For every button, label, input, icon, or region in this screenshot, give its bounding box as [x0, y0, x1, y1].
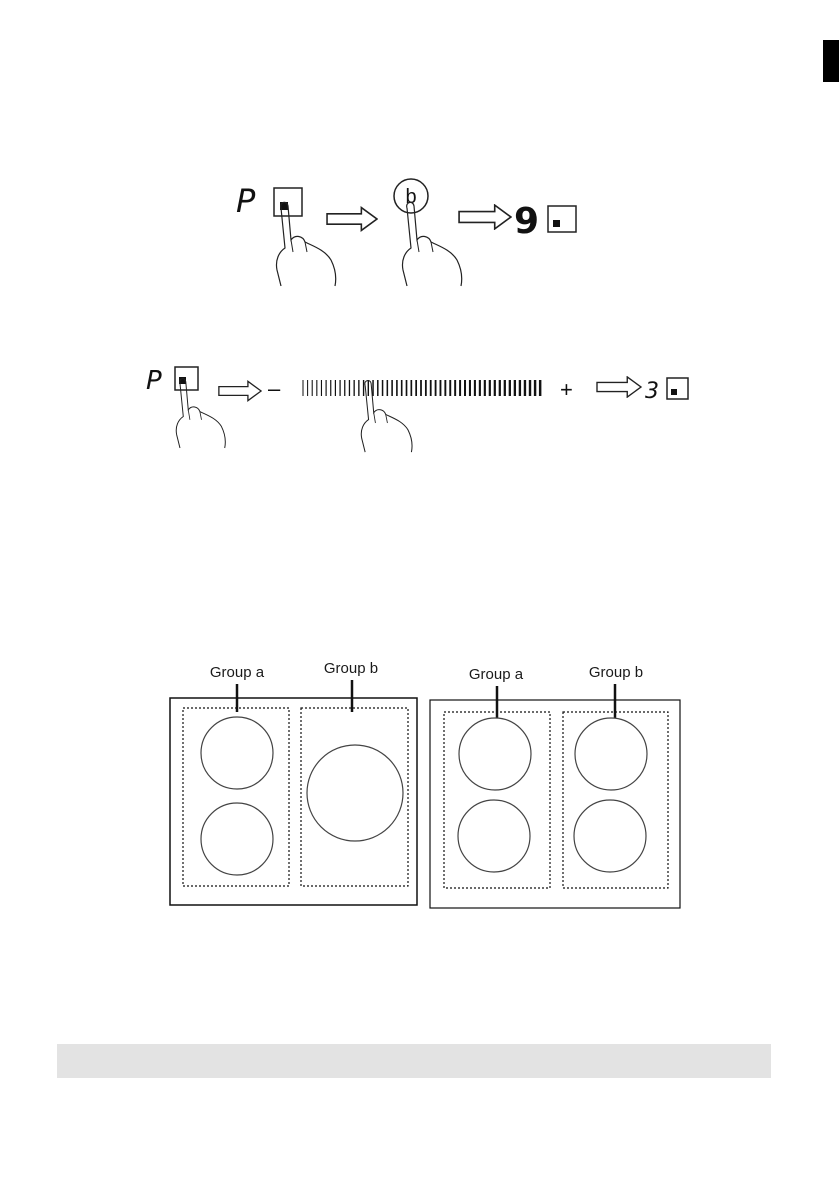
- zone-indicator-dot: [671, 389, 677, 395]
- group-b-zone: [301, 708, 408, 886]
- hob-layout-left: Group a Group b: [170, 660, 417, 905]
- hob-layout-right: Group a Group b: [430, 664, 680, 908]
- group-a-zone: [183, 708, 289, 886]
- display-p: P: [146, 366, 162, 396]
- display-level: 3: [645, 379, 659, 404]
- zone-indicator-dot: [553, 220, 560, 227]
- display-p: P: [236, 182, 256, 220]
- arrow-right-icon: [459, 205, 511, 229]
- diagram-slider-sequence: P – + 3: [146, 366, 688, 452]
- slider-plus[interactable]: +: [560, 377, 573, 402]
- group-a-label: Group a: [210, 664, 265, 681]
- cooking-zone: [575, 718, 647, 790]
- arrow-right-icon: [597, 377, 641, 397]
- slider-minus[interactable]: –: [268, 376, 281, 401]
- arrow-right-icon: [327, 208, 377, 231]
- cooking-zone: [201, 717, 273, 789]
- display-level: 9: [514, 201, 539, 242]
- group-a-label: Group a: [469, 666, 524, 683]
- cooking-zone-large: [307, 745, 403, 841]
- diagram-pause-sequence: P b 9: [236, 179, 576, 286]
- section-header-bar: [57, 1044, 771, 1078]
- zone-indicator-square: [667, 378, 688, 399]
- cooking-zone: [574, 800, 646, 872]
- group-b-label: Group b: [589, 664, 643, 681]
- slider-bar[interactable]: [303, 380, 540, 396]
- zone-indicator-square: [548, 206, 576, 232]
- hand-pointer-icon: [402, 202, 461, 286]
- cooking-zone: [458, 800, 530, 872]
- arrow-right-icon: [219, 381, 261, 400]
- hob-outline: [170, 698, 417, 905]
- group-b-label: Group b: [324, 660, 378, 677]
- cooking-zone: [201, 803, 273, 875]
- cooking-zone: [459, 718, 531, 790]
